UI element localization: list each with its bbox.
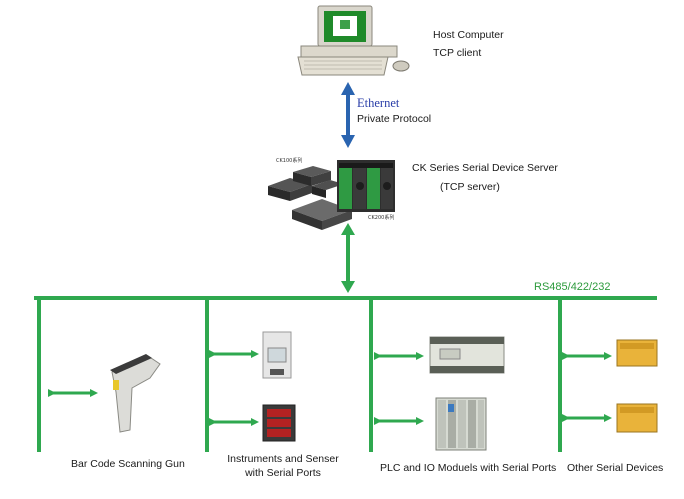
protocol-label: Private Protocol — [357, 113, 432, 125]
other-devices-label: Other Serial Devices — [567, 462, 664, 474]
io-modules-icon — [435, 397, 487, 451]
ethernet-arrow — [341, 82, 355, 148]
bus-label: RS485/422/232 — [534, 281, 611, 293]
device-server-icon — [268, 160, 395, 230]
barcode-label: Bar Code Scanning Gun — [71, 458, 185, 470]
ck200-tag: CK200系列 — [368, 215, 395, 221]
barcode-scanner-icon — [110, 354, 161, 433]
host-title: Host Computer — [433, 29, 504, 41]
server-bus-arrow — [341, 223, 355, 293]
server-subtitle: (TCP server) — [440, 181, 500, 193]
host-computer-icon — [297, 5, 410, 76]
server-title: CK Series Serial Device Server — [412, 162, 558, 174]
plc-icon — [429, 336, 505, 374]
serial-device-icon — [616, 339, 658, 433]
instrument-box-icon — [262, 331, 292, 379]
host-subtitle: TCP client — [433, 47, 482, 59]
branch-arrows — [48, 350, 612, 426]
rs485-bus — [34, 296, 657, 452]
instruments-label-line2: with Serial Ports — [245, 467, 321, 479]
plc-label: PLC and IO Moduels with Serial Ports — [380, 462, 557, 474]
ethernet-label: Ethernet — [357, 96, 400, 110]
instruments-label-line1: Instruments and Senser — [227, 453, 339, 465]
ck100-tag: CK100系列 — [276, 158, 303, 164]
panel-meter-icon — [262, 404, 296, 442]
